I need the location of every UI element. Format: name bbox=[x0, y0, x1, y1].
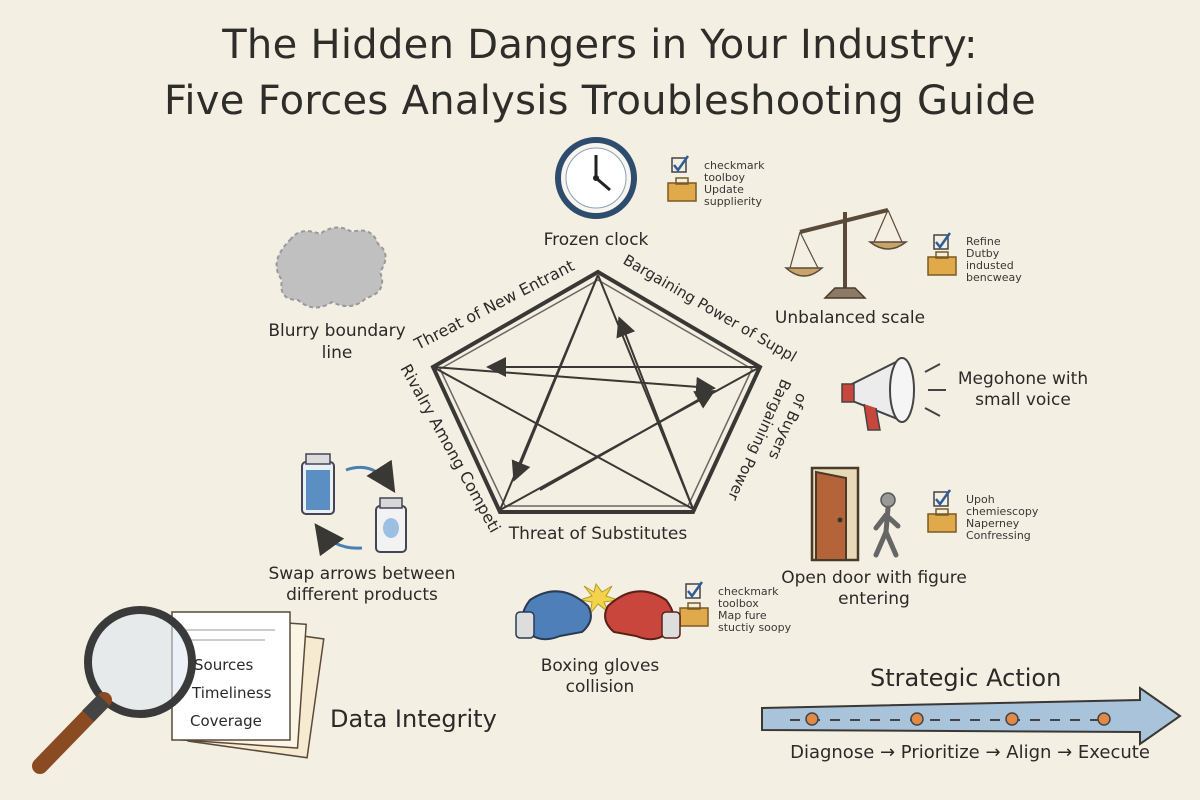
door-caption-line2: entering bbox=[838, 589, 910, 609]
checklist-item: bencweay bbox=[966, 271, 1022, 284]
checkmark-toolbox-icon bbox=[927, 489, 957, 533]
unbalanced-scale-icon bbox=[784, 208, 909, 299]
checklist-item: chemiescopy bbox=[966, 505, 1039, 518]
megaphone-icon bbox=[841, 357, 946, 431]
force-label-new-entrants: Threat of New Entrants bbox=[0, 0, 577, 354]
star-arrow bbox=[432, 366, 716, 397]
force-label-rivalry: Rivalry Among Competitors bbox=[0, 0, 505, 536]
checkmark-toolbox-icon bbox=[667, 155, 697, 202]
clock-icon bbox=[555, 137, 637, 219]
data-integrity-item: Coverage bbox=[190, 712, 262, 730]
swap-products-icon bbox=[301, 453, 407, 557]
step-dot bbox=[805, 712, 819, 726]
checklist-item: Naperney bbox=[966, 517, 1020, 530]
checklist-item: toolboy bbox=[704, 171, 746, 184]
clock-caption: Frozen clock bbox=[543, 230, 649, 250]
strategic-action-arrow bbox=[761, 686, 1182, 746]
door-figure-icon bbox=[810, 466, 901, 562]
megaphone-caption-line1: Megohone with bbox=[957, 369, 1089, 389]
checklist-item: Update bbox=[704, 183, 744, 196]
checklist-item: toolbox bbox=[718, 597, 759, 610]
checklist-item: checkmark bbox=[704, 159, 765, 172]
strategic-action-steps: Diagnose → Prioritize → Align → Execute bbox=[790, 742, 1150, 763]
door-caption-line1: Open door with figure bbox=[781, 568, 967, 588]
title-line-1: The Hidden Dangers in Your Industry: bbox=[222, 22, 978, 68]
checklist-item: Dutby bbox=[966, 247, 1000, 260]
checklist-item: industed bbox=[966, 259, 1014, 272]
step-dot bbox=[910, 712, 924, 726]
checklist-item: supplierity bbox=[704, 195, 762, 208]
step-dot bbox=[1005, 712, 1019, 726]
checklist-item: Confressing bbox=[966, 529, 1031, 542]
megaphone-caption-line2: small voice bbox=[975, 390, 1071, 410]
scale-caption: Unbalanced scale bbox=[774, 308, 926, 328]
cloud-caption: Blurry boundary line bbox=[268, 321, 406, 363]
checklist-item: checkmark bbox=[718, 585, 779, 598]
step-dot bbox=[1097, 712, 1111, 726]
checkmark-toolbox-icon bbox=[927, 232, 957, 276]
swap-caption-line1: Swap arrows between bbox=[268, 564, 456, 584]
blurry-cloud-icon bbox=[275, 226, 387, 309]
title-line-2: Five Forces Analysis Troubleshooting Gui… bbox=[163, 78, 1036, 124]
checkmark-toolbox-icon bbox=[679, 581, 709, 627]
checklist-item: Refine bbox=[966, 235, 1001, 248]
checklist-door: Upoh chemiescopy Naperney Confressing bbox=[966, 494, 1038, 542]
checklist-clock: checkmark toolboy Update supplierity bbox=[704, 160, 765, 208]
data-integrity-title: Data Integrity bbox=[330, 705, 497, 733]
gloves-caption-line1: Boxing gloves bbox=[540, 656, 660, 676]
data-integrity-item: Sources bbox=[194, 656, 254, 674]
checklist-scale: Refine Dutby industed bencweay bbox=[966, 236, 1022, 284]
checklist-item: Upoh bbox=[966, 493, 995, 506]
strategic-action-title: Strategic Action bbox=[870, 664, 1062, 692]
force-label-substitutes: Threat of Substitutes bbox=[508, 524, 688, 544]
checklist-item: Map fure bbox=[718, 609, 767, 622]
swap-caption-line2: different products bbox=[286, 585, 438, 605]
star-arrow bbox=[539, 390, 716, 491]
data-integrity-item: Timeliness bbox=[192, 684, 272, 702]
boxing-gloves-icon bbox=[515, 582, 681, 641]
star-arrow bbox=[616, 316, 694, 510]
five-forces-pentagon bbox=[430, 269, 763, 514]
checklist-item: stuctiy soopy bbox=[718, 621, 792, 634]
checklist-gloves: checkmark toolbox Map fure stuctiy soopy bbox=[718, 586, 791, 634]
gloves-caption-line2: collision bbox=[565, 677, 635, 697]
magnifier-documents-icon bbox=[32, 606, 325, 774]
